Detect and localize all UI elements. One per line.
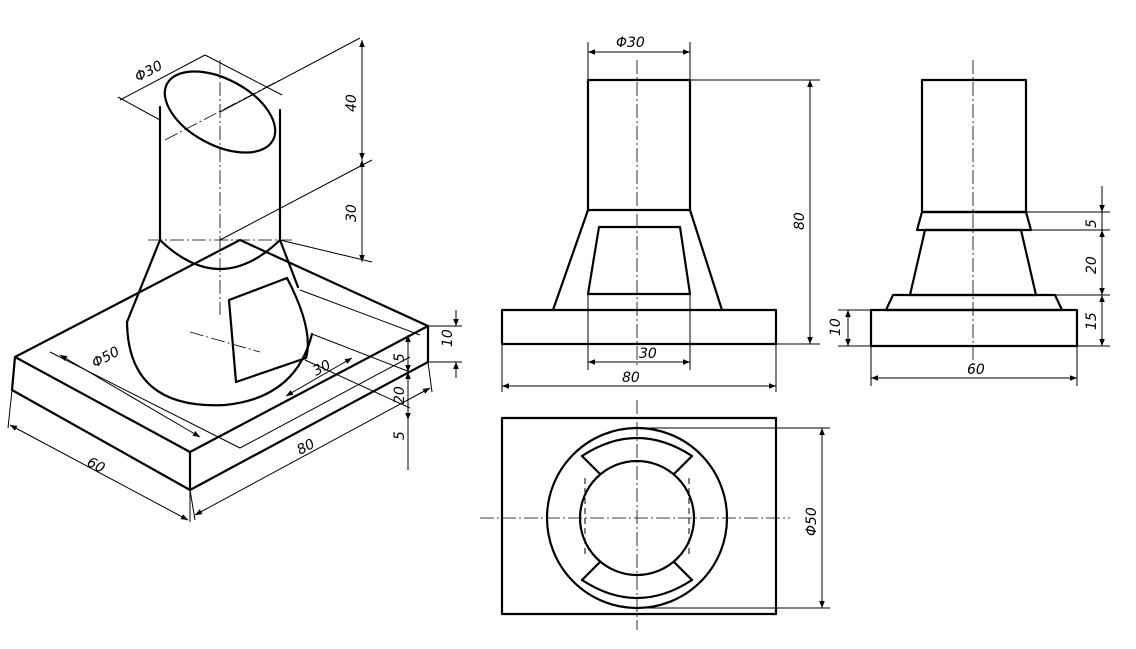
dim-iso-10: 10 bbox=[440, 329, 456, 347]
front-slot bbox=[586, 225, 692, 296]
front-plate bbox=[500, 308, 778, 346]
side-step bbox=[884, 293, 1064, 312]
dim-iso-60: 60 bbox=[84, 454, 107, 477]
dim-iso-5-a: 5 bbox=[392, 353, 408, 362]
front-cylinder bbox=[586, 78, 692, 212]
iso-cone-base-curve bbox=[125, 320, 314, 407]
iso-cone-left bbox=[125, 238, 162, 324]
top-plate bbox=[500, 416, 778, 616]
dim-side-60: 60 bbox=[967, 362, 985, 378]
isometric-view: Φ30 40 30 Φ50 30 5 20 5 10 80 bbox=[7, 37, 462, 522]
front-cone bbox=[551, 208, 590, 312]
iso-plate-top bbox=[13, 238, 430, 454]
dim-top-phi50: Φ50 bbox=[804, 507, 820, 536]
iso-slot-window bbox=[227, 276, 309, 384]
iso-cylinder-top bbox=[163, 70, 277, 154]
dim-side-15: 15 bbox=[1084, 312, 1100, 330]
dim-side-5: 5 bbox=[1084, 219, 1100, 228]
top-view: Φ50 bbox=[480, 400, 830, 630]
dim-front-80-base: 80 bbox=[622, 370, 640, 386]
dim-iso-phi50: Φ50 bbox=[89, 344, 122, 372]
side-view: 5 20 15 10 60 bbox=[828, 60, 1110, 386]
dim-iso-80: 80 bbox=[294, 436, 317, 459]
dim-front-80: 80 bbox=[792, 212, 808, 230]
side-cylinder bbox=[920, 78, 1028, 214]
dim-side-20: 20 bbox=[1084, 256, 1100, 274]
dim-iso-5-b: 5 bbox=[392, 431, 408, 440]
dim-front-30: 30 bbox=[639, 346, 657, 362]
side-ring bbox=[915, 210, 1033, 232]
dim-iso-phi30: Φ30 bbox=[132, 58, 165, 86]
dim-iso-30-cone: 30 bbox=[344, 204, 360, 222]
front-view: Φ30 80 30 80 bbox=[500, 35, 820, 392]
iso-cone-right bbox=[278, 238, 300, 289]
dim-iso-40: 40 bbox=[344, 94, 360, 112]
side-plate bbox=[869, 308, 1079, 348]
dim-front-phi30: Φ30 bbox=[616, 35, 645, 51]
dim-side-10: 10 bbox=[828, 318, 844, 336]
top-slot-upper bbox=[580, 436, 694, 458]
